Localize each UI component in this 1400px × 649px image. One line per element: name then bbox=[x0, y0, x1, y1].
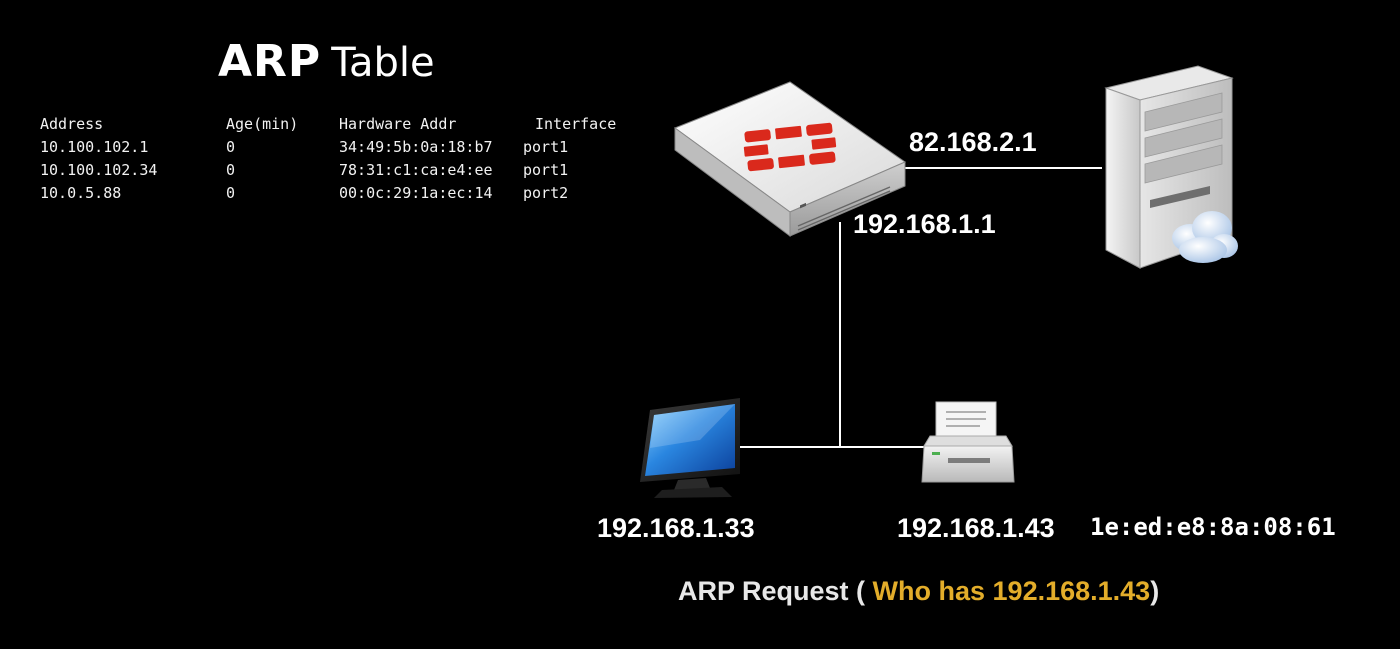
cell-hardware-addr: 78:31:c1:ca:e4:ee bbox=[339, 161, 493, 179]
caption-prefix: ARP Request ( bbox=[678, 576, 866, 606]
cell-age: 0 bbox=[226, 161, 236, 179]
wan-ip-label: 82.168.2.1 bbox=[909, 127, 1037, 157]
cell-hardware-addr: 34:49:5b:0a:18:b7 bbox=[339, 138, 493, 156]
title-table: Table bbox=[331, 40, 435, 86]
header-address: Address bbox=[40, 115, 104, 133]
arp-table: Address Age(min) Hardware Addr Interface… bbox=[40, 113, 616, 205]
header-interface: Interface bbox=[535, 115, 617, 133]
firewall-logo-icon bbox=[743, 122, 837, 172]
table-row: 10.0.5.88 0 00:0c:29:1a:ec:14 port2 bbox=[40, 182, 616, 205]
table-row: 10.100.102.34 0 78:31:c1:ca:e4:ee port1 bbox=[40, 159, 616, 182]
cell-address: 10.100.102.1 bbox=[40, 138, 149, 156]
cell-interface: port1 bbox=[523, 161, 569, 179]
cell-interface: port1 bbox=[523, 138, 569, 156]
connection-lines bbox=[738, 167, 1102, 448]
cell-interface: port2 bbox=[523, 184, 569, 202]
cell-hardware-addr: 00:0c:29:1a:ec:14 bbox=[339, 184, 493, 202]
header-age: Age(min) bbox=[226, 115, 299, 133]
caption-suffix: ) bbox=[1150, 576, 1160, 606]
printer-mac-label: 1e:ed:e8:8a:08:61 bbox=[1090, 513, 1336, 541]
monitor-icon bbox=[640, 398, 740, 498]
pc-ip-label: 192.168.1.33 bbox=[597, 513, 755, 543]
cell-address: 10.0.5.88 bbox=[40, 184, 122, 202]
printer-icon bbox=[921, 401, 1015, 483]
title-arp: ARP bbox=[218, 36, 322, 87]
header-hardware-addr: Hardware Addr bbox=[339, 115, 457, 133]
printer-ip-label: 192.168.1.43 bbox=[897, 513, 1055, 543]
cell-age: 0 bbox=[226, 138, 236, 156]
firewall-appliance-icon bbox=[673, 81, 907, 237]
cell-age: 0 bbox=[226, 184, 236, 202]
cloud-icon bbox=[1172, 211, 1238, 263]
arp-request-caption: ARP Request ( Who has 192.168.1.43) bbox=[678, 576, 1159, 607]
lan-ip-label: 192.168.1.1 bbox=[853, 209, 996, 239]
caption-highlight: Who has 192.168.1.43 bbox=[865, 576, 1151, 606]
server-cloud-icon bbox=[1104, 65, 1238, 269]
table-row: 10.100.102.1 0 34:49:5b:0a:18:b7 port1 bbox=[40, 136, 616, 159]
cell-address: 10.100.102.34 bbox=[40, 161, 158, 179]
arp-table-header-row: Address Age(min) Hardware Addr Interface bbox=[40, 113, 616, 136]
